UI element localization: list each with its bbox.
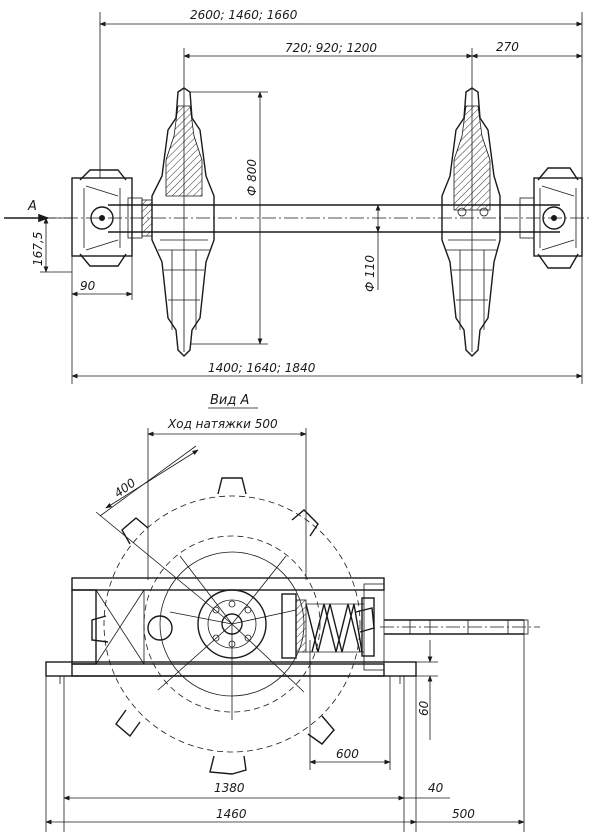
dim-sprocket-diameter: Ф 800 (190, 91, 268, 345)
view-a: Вид А Ход натяжки 500 400 (45, 393, 540, 832)
dim-60-label: 60 (417, 700, 431, 716)
dim-60: 60 (384, 640, 438, 740)
dim-right-offset-label: 270 (496, 40, 519, 54)
dim-tension-travel-label: Ход натяжки 500 (167, 417, 278, 431)
dim-1380-label: 1380 (214, 781, 245, 795)
dim-shaft-diameter-label: Ф 110 (363, 255, 377, 292)
view-a-title: Вид А (210, 393, 249, 408)
dim-1460: 1460 500 (45, 634, 525, 832)
dim-sprocket-diameter-label: Ф 800 (245, 159, 259, 196)
dim-overall-width-label: 2600; 1460; 1660 (190, 8, 298, 22)
dim-600: 600 (309, 640, 391, 770)
dim-overall-width: 2600; 1460; 1660 (99, 8, 583, 178)
view-a-arrow: A (4, 199, 50, 223)
right-bearing-housing (519, 167, 583, 269)
view-a-marker-label: A (27, 199, 37, 214)
dim-bearing-offset-label: 90 (80, 279, 96, 293)
left-bearing-housing (71, 169, 153, 267)
dim-1380: 1380 40 (63, 676, 450, 832)
dim-600-label: 600 (336, 747, 359, 761)
dim-tension-travel: Ход натяжки 500 (147, 417, 307, 580)
sprocket-wheel (91, 477, 375, 775)
dim-bearing-height: 167,5 (31, 217, 72, 273)
dim-bearing-height-label: 167,5 (31, 232, 45, 266)
dim-40-label: 40 (428, 781, 444, 795)
dim-lower-width: 1400; 1640; 1840 (71, 256, 583, 384)
dim-right-offset: 270 (471, 40, 583, 59)
left-sprocket (151, 87, 215, 357)
dim-lower-width-label: 1400; 1640; 1840 (208, 361, 316, 375)
dim-1460-label: 1460 (216, 807, 247, 821)
tension-spring (281, 593, 375, 659)
tensioner-frame (45, 577, 417, 684)
top-view: 2600; 1460; 1660 720; 920; 1200 270 (4, 8, 590, 384)
tension-screw (380, 619, 540, 635)
right-sprocket (441, 87, 501, 357)
dim-sprocket-spacing-label: 720; 920; 1200 (285, 41, 377, 55)
dim-500-label: 500 (452, 807, 475, 821)
dim-bearing-offset: 90 (71, 256, 133, 300)
dim-shaft-diameter: Ф 110 (363, 204, 381, 292)
dim-sprocket-spacing: 720; 920; 1200 (183, 41, 473, 92)
dim-radius-label: 400 (112, 475, 139, 500)
